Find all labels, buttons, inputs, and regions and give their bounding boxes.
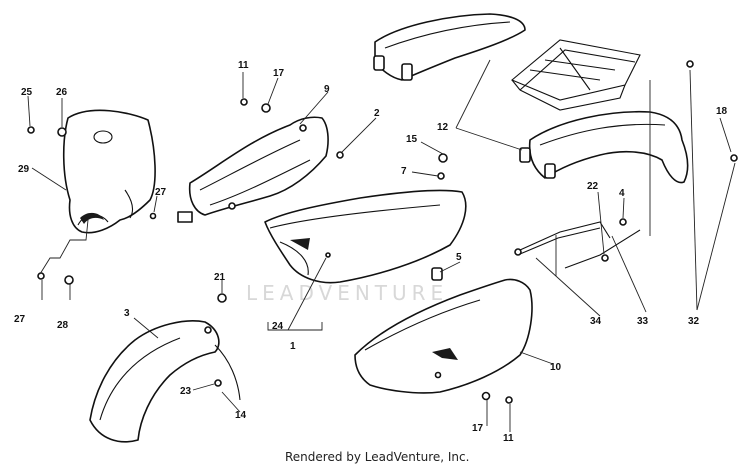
footer-credit: Rendered by LeadVenture, Inc. [285, 450, 469, 464]
callout-32: 32 [688, 316, 700, 327]
callout-21: 21 [214, 272, 226, 283]
callout-4: 4 [619, 188, 625, 199]
hardware [27, 60, 738, 404]
callout-11-upper: 11 [238, 60, 249, 71]
callout-26: 26 [56, 87, 68, 98]
callout-7: 7 [401, 166, 407, 177]
front-fender [89, 320, 241, 443]
callout-25: 25 [21, 87, 33, 98]
front-number-plate [62, 109, 156, 234]
callout-3: 3 [124, 308, 130, 319]
seat [264, 189, 467, 284]
rear-fender-upper [373, 13, 526, 81]
callout-23: 23 [180, 386, 192, 397]
callout-27-upper: 27 [155, 187, 167, 198]
rear-fender-lower [519, 110, 689, 184]
watermark-text: LEADVENTURE [246, 281, 448, 305]
callout-17-upper: 17 [273, 68, 285, 79]
callout-2: 2 [374, 108, 380, 119]
callout-28: 28 [57, 320, 69, 331]
rear-rack [510, 39, 641, 111]
callout-5: 5 [456, 252, 462, 263]
left-side-cover [177, 116, 329, 223]
callout-1: 1 [290, 341, 296, 352]
callout-27-lower: 27 [14, 314, 26, 325]
right-side-cover [354, 278, 533, 394]
callout-10: 10 [550, 362, 562, 373]
leader-lines [27, 59, 736, 432]
callout-22: 22 [587, 181, 599, 192]
callout-12: 12 [437, 122, 449, 133]
callout-24: 24 [272, 321, 284, 332]
callout-labels: 25 26 29 27 27 28 11 17 9 2 15 7 12 18 2… [14, 60, 728, 444]
fender-brackets [514, 218, 641, 269]
callout-17-lower: 17 [472, 423, 484, 434]
callout-15: 15 [406, 134, 418, 145]
callout-34: 34 [590, 316, 602, 327]
callout-29: 29 [18, 164, 30, 175]
callout-18: 18 [716, 106, 728, 117]
callout-14: 14 [235, 410, 247, 421]
callout-11-lower: 11 [503, 433, 514, 444]
callout-33: 33 [637, 316, 649, 327]
callout-9: 9 [324, 84, 330, 95]
